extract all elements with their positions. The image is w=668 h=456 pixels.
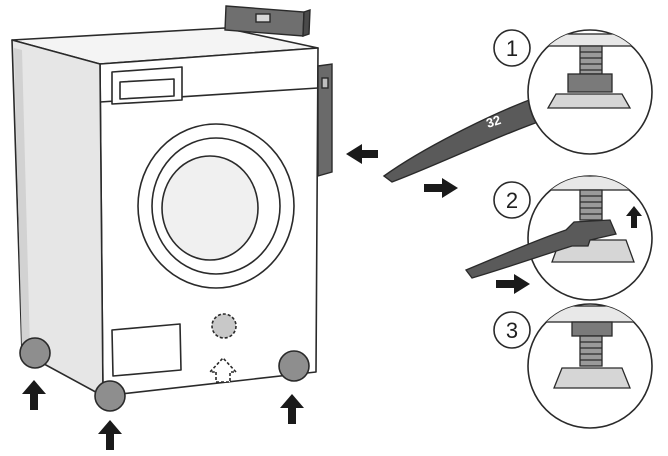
lock-nut-icon [571, 321, 613, 337]
threaded-bolt-icon [579, 335, 603, 367]
machine-feet [19, 337, 310, 412]
foot-arrows [22, 380, 304, 450]
washing-machine [11, 27, 319, 397]
step-1-badge [493, 29, 531, 67]
arrow-up-icon [626, 206, 642, 228]
dashed-arrow-up-icon [209, 357, 237, 383]
step-2-badge [493, 181, 531, 219]
foot-nut-icon [546, 93, 632, 109]
double-arrow-icon [346, 144, 458, 198]
step-1-number: 1 [506, 36, 518, 61]
foot-front-right-icon [278, 350, 310, 382]
arrow-up-icon [98, 420, 122, 450]
arrow-right-icon [496, 274, 530, 294]
detail-step-1 [527, 29, 653, 155]
foot-back-left-icon [19, 337, 51, 369]
wrench-icon [464, 219, 617, 279]
drain-cap-icon [211, 313, 237, 339]
door-glass [161, 155, 259, 261]
arrow-up-icon [22, 380, 46, 410]
detail-step-3 [527, 303, 653, 429]
threaded-bolt-icon [579, 189, 603, 221]
foot-front-left-icon [94, 380, 126, 412]
spirit-level-icon [224, 5, 311, 37]
step-3-badge [493, 311, 531, 349]
lock-nut-icon [567, 73, 613, 93]
step-2-number: 2 [506, 188, 518, 213]
wrench-size-label: 32 [484, 112, 502, 131]
foot-nut-icon [553, 367, 631, 389]
filter-cover [111, 323, 182, 377]
detergent-drawer [111, 66, 183, 105]
step-3-number: 3 [506, 318, 518, 343]
side-bracket [317, 63, 333, 177]
arrow-up-icon [280, 394, 304, 424]
